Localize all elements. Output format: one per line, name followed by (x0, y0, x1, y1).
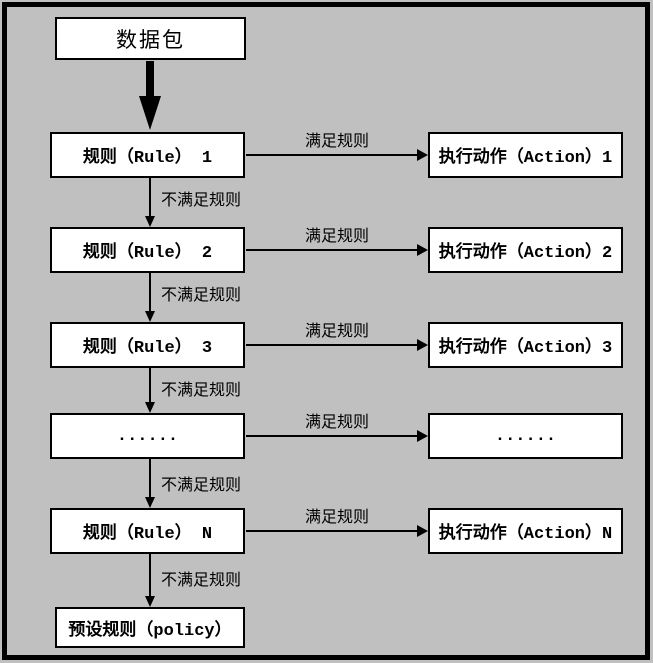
action-box-3: 执行动作（Action）3 (428, 322, 623, 368)
action-box-1: 执行动作（Action）1 (428, 132, 623, 178)
match-rule-label-1: 满足规则 (304, 133, 369, 150)
action-box-2: 执行动作（Action）2 (428, 227, 623, 273)
action-box-ellipsis-label: ...... (494, 426, 557, 446)
down-arrow-1 (145, 178, 155, 227)
action-box-1-label: 执行动作（Action）1 (438, 149, 613, 168)
rule-box-2-label: 规则（Rule） 2 (82, 244, 213, 263)
action-box-n: 执行动作（Action）N (428, 508, 623, 554)
no-match-rule-label-3: 不满足规则 (161, 382, 242, 399)
down-arrow-5 (145, 554, 155, 607)
rule-box-3: 规则（Rule） 3 (50, 322, 245, 368)
match-rule-label-2: 满足规则 (304, 228, 369, 245)
rule-box-n: 规则（Rule） N (50, 508, 245, 554)
down-arrow-4 (145, 459, 155, 508)
action-box-n-label: 执行动作（Action）N (438, 525, 613, 544)
rule-box-3-label: 规则（Rule） 3 (82, 339, 213, 358)
rule-box-ellipsis-label: ...... (116, 426, 179, 446)
no-match-rule-label-4: 不满足规则 (161, 477, 242, 494)
rule-box-ellipsis: ...... (50, 413, 245, 459)
rule-box-1-label: 规则（Rule） 1 (82, 149, 213, 168)
rule-box-1: 规则（Rule） 1 (50, 132, 245, 178)
rule-box-2: 规则（Rule） 2 (50, 227, 245, 273)
packet-box: 数据包 (55, 17, 246, 60)
down-arrow-2 (145, 273, 155, 322)
no-match-rule-label-1: 不满足规则 (161, 192, 242, 209)
rule-box-n-label: 规则（Rule） N (82, 525, 213, 544)
match-rule-label-4: 满足规则 (304, 414, 369, 431)
default-policy-box-label: 预设规则（policy） (68, 621, 232, 641)
action-box-3-label: 执行动作（Action）3 (438, 339, 613, 358)
action-box-ellipsis: ...... (428, 413, 623, 459)
action-box-2-label: 执行动作（Action）2 (438, 244, 613, 263)
down-arrow-3 (145, 368, 155, 413)
match-rule-label-3: 满足规则 (304, 323, 369, 340)
packet-down-arrow (139, 61, 161, 130)
default-policy-box: 预设规则（policy） (55, 607, 245, 648)
match-rule-label-5: 满足规则 (304, 509, 369, 526)
no-match-rule-label-5: 不满足规则 (161, 572, 242, 589)
packet-box-label: 数据包 (116, 28, 185, 52)
no-match-rule-label-2: 不满足规则 (161, 287, 242, 304)
